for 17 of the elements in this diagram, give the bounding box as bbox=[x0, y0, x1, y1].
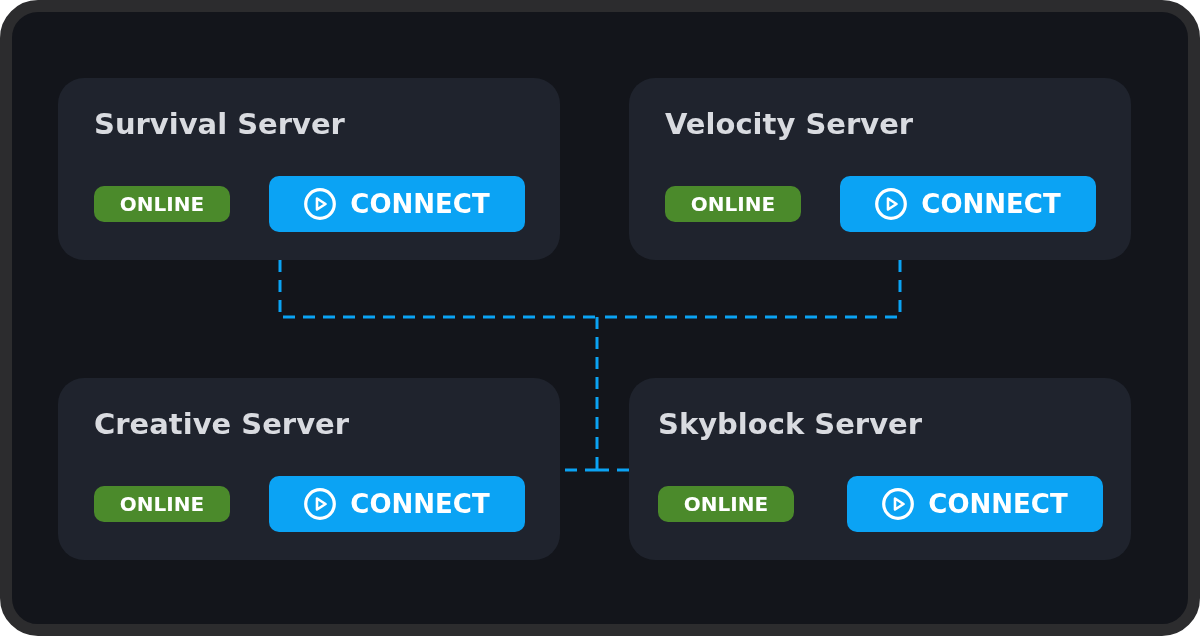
card-title: Survival Server bbox=[94, 106, 345, 142]
connect-button: CONNECT bbox=[269, 476, 525, 532]
server-card bbox=[58, 78, 560, 260]
status-badge: ONLINE bbox=[665, 186, 801, 222]
server-card bbox=[629, 78, 1131, 260]
connect-button: CONNECT bbox=[847, 476, 1103, 532]
card-title: Velocity Server bbox=[665, 106, 914, 142]
connect-button: CONNECT bbox=[269, 176, 525, 232]
card-title: Skyblock Server bbox=[658, 406, 922, 442]
connector-line bbox=[278, 260, 597, 319]
server-card bbox=[629, 378, 1131, 560]
status-badge: ONLINE bbox=[658, 486, 794, 522]
card-title: Creative Server bbox=[94, 406, 350, 442]
status-badge: ONLINE bbox=[94, 486, 230, 522]
server-card bbox=[58, 378, 560, 560]
status-badge: ONLINE bbox=[94, 186, 230, 222]
connect-button: CONNECT bbox=[840, 176, 1096, 232]
